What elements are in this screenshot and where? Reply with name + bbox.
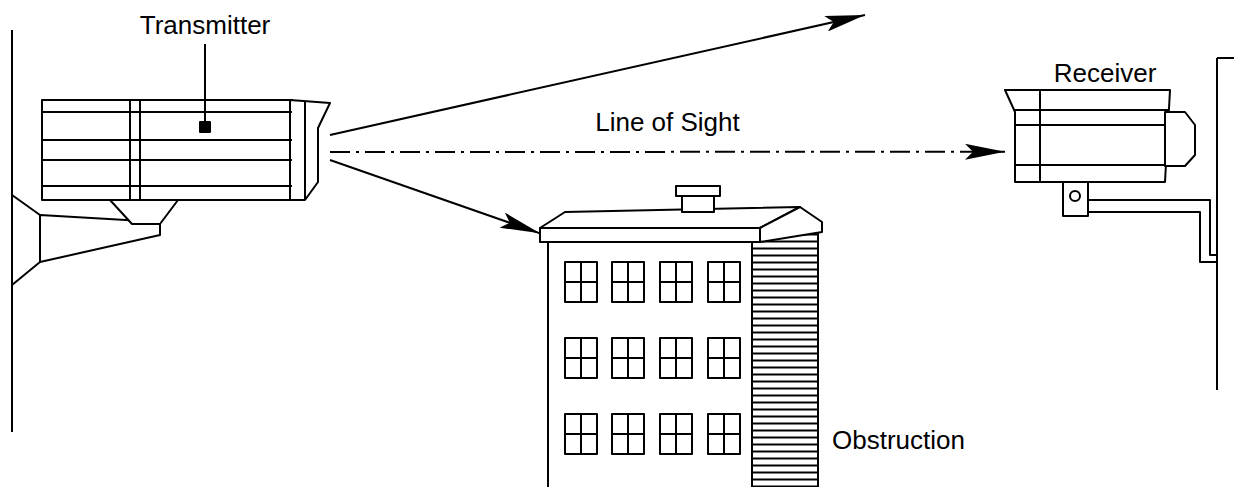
- obstruction-node: Obstruction: [540, 185, 822, 487]
- edge-label: Line of Sight: [593, 107, 742, 137]
- building: [540, 186, 822, 487]
- receiver-node: Receiver: [1005, 90, 1195, 185]
- wall-plate: [12, 195, 40, 285]
- receiver-housing: [1005, 90, 1217, 262]
- transmitter-housing: [42, 44, 330, 200]
- mount-bracket: [110, 200, 178, 224]
- signal-arrow: [330, 160, 540, 233]
- wall: [1216, 58, 1218, 390]
- wall: [1217, 57, 1234, 59]
- transmitter-node: Transmitter: [42, 100, 330, 200]
- transmitter-label: Transmitter: [138, 10, 273, 40]
- line-of-sight-arrow: [330, 151, 1005, 153]
- receiver-label: Receiver: [1052, 58, 1159, 88]
- obstruction-label: Obstruction: [830, 425, 967, 455]
